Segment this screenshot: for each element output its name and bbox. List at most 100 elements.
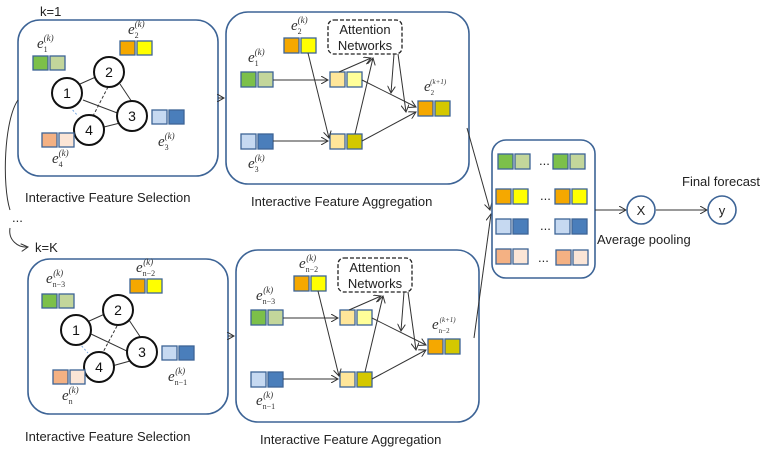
attention-networks-box	[327, 19, 403, 55]
attention-label: Attention	[339, 22, 390, 37]
flow-arrow	[307, 52, 329, 138]
attention-networks-box	[337, 257, 413, 293]
graph-node-1: 1	[60, 314, 92, 346]
interaction-e1-e2	[339, 309, 373, 326]
embedding-e4: e4(k)	[41, 132, 75, 169]
embedding-e2: e2(k)	[119, 19, 153, 56]
embedding-label: e2(k)	[128, 19, 145, 40]
svg-text:1: 1	[72, 322, 80, 338]
k-last-label: k=K	[35, 240, 58, 255]
embedding-label: en−2(k)	[136, 257, 155, 278]
flow-arrow	[371, 350, 426, 380]
embedding-label: en−1(k)	[256, 390, 275, 411]
aggregation-top-caption: Interactive Feature Aggregation	[251, 194, 432, 209]
embedding-e1: e1(k)	[32, 33, 66, 71]
embedding-label: e1(k)	[248, 47, 265, 68]
ellipsis: ...	[540, 218, 551, 233]
flow-arrow	[348, 296, 381, 311]
svg-text:2: 2	[114, 302, 122, 318]
embedding-e3: e3(k)	[151, 109, 185, 152]
embedding-label: en(k)	[62, 385, 79, 406]
input-e1	[250, 309, 284, 326]
flow-arrow	[338, 58, 371, 73]
embedding-label: en−2(k+1)	[432, 316, 456, 335]
flow-arrow	[397, 53, 406, 112]
flow-arrow	[354, 58, 373, 135]
iteration-arrow	[9, 227, 28, 247]
panel-frame	[17, 19, 219, 177]
graph-node-2: 2	[93, 56, 125, 88]
pooled-row-salmon: ...	[495, 248, 589, 266]
embedding-label: e3(k)	[248, 153, 265, 174]
final-forecast-label: Final forecast	[682, 174, 760, 189]
flow-arrow	[361, 112, 416, 142]
embedding-e3: en−1(k)	[161, 345, 195, 387]
flow-arrow	[473, 214, 491, 339]
attention-label: Attention	[349, 260, 400, 275]
aggregation-bottom-caption: Interactive Feature Aggregation	[260, 432, 441, 447]
output-node: y	[707, 195, 737, 225]
svg-text:y: y	[719, 203, 726, 218]
embedding-e1: en−3(k)	[41, 268, 75, 309]
selection-top-caption: Interactive Feature Selection	[25, 190, 190, 205]
graph-node-4: 4	[73, 114, 105, 146]
iteration-curve	[4, 99, 19, 211]
flow-arrow	[317, 290, 339, 376]
pooled-embeddings-panel: ... ... ... ...	[491, 139, 596, 279]
graph-edge	[111, 360, 131, 367]
embedding-label: en−3(k)	[46, 268, 65, 289]
bottom-selection-panel: 1 2 3 4 en−3(k) en−2(k) en−1(k) en(k)	[27, 257, 229, 415]
svg-text:3: 3	[128, 108, 136, 124]
svg-text:4: 4	[85, 122, 93, 138]
ellipsis: ...	[539, 153, 550, 168]
pooled-row-green: ...	[497, 153, 586, 170]
selection-bottom-caption: Interactive Feature Selection	[25, 429, 190, 444]
flow-arrow	[407, 291, 416, 350]
flow-arrow	[466, 127, 490, 210]
output-embedding	[427, 338, 461, 355]
graph-node-3: 3	[116, 100, 148, 132]
svg-text:X: X	[637, 203, 646, 218]
embedding-label: e4(k)	[52, 148, 69, 169]
graph-edge-dashed	[91, 86, 109, 119]
graph-node-4: 4	[83, 351, 115, 383]
flow-arrow	[391, 53, 394, 93]
svg-text:1: 1	[63, 85, 71, 101]
embedding-label: e1(k)	[37, 33, 54, 54]
input-e2	[283, 37, 317, 54]
embedding-label: e2(k+1)	[424, 78, 447, 97]
interaction-e1-e2	[329, 71, 363, 88]
graph-node-1: 1	[51, 77, 83, 109]
input-e2	[293, 275, 327, 292]
graph-node-3: 3	[126, 336, 158, 368]
graph-edge-dashed	[100, 325, 118, 357]
input-e3	[250, 371, 284, 388]
interaction-e3-e2	[329, 133, 363, 150]
attention-label: Networks	[348, 276, 403, 291]
top-aggregation-panel: Attention Networks e1(k) e2(k) e3(k) e2(…	[225, 11, 470, 185]
embedding-label: e3(k)	[158, 131, 175, 152]
ellipsis: ...	[540, 188, 551, 203]
svg-text:3: 3	[138, 344, 146, 360]
pooled-row-orange: ...	[495, 188, 588, 205]
pool-node: X	[626, 195, 656, 225]
average-pooling-label: Average pooling	[597, 232, 691, 247]
output-embedding	[417, 100, 451, 117]
embedding-e4: en(k)	[52, 369, 86, 406]
interaction-e3-e2	[339, 371, 373, 388]
embedding-e2: en−2(k)	[129, 257, 163, 294]
k-first-label: k=1	[40, 4, 61, 19]
graph-edge	[119, 83, 133, 103]
svg-text:2: 2	[105, 64, 113, 80]
embedding-label: en−3(k)	[256, 285, 275, 306]
graph-edge	[90, 333, 130, 353]
embedding-label: en−2(k)	[299, 253, 318, 274]
ellipsis-label: ...	[12, 210, 23, 225]
embedding-label: en−1(k)	[168, 366, 187, 387]
ellipsis: ...	[538, 250, 549, 265]
embedding-label: e2(k)	[291, 15, 308, 36]
flow-arrow	[401, 291, 404, 331]
flow-arrow	[364, 296, 383, 373]
panel-frame	[491, 139, 596, 279]
